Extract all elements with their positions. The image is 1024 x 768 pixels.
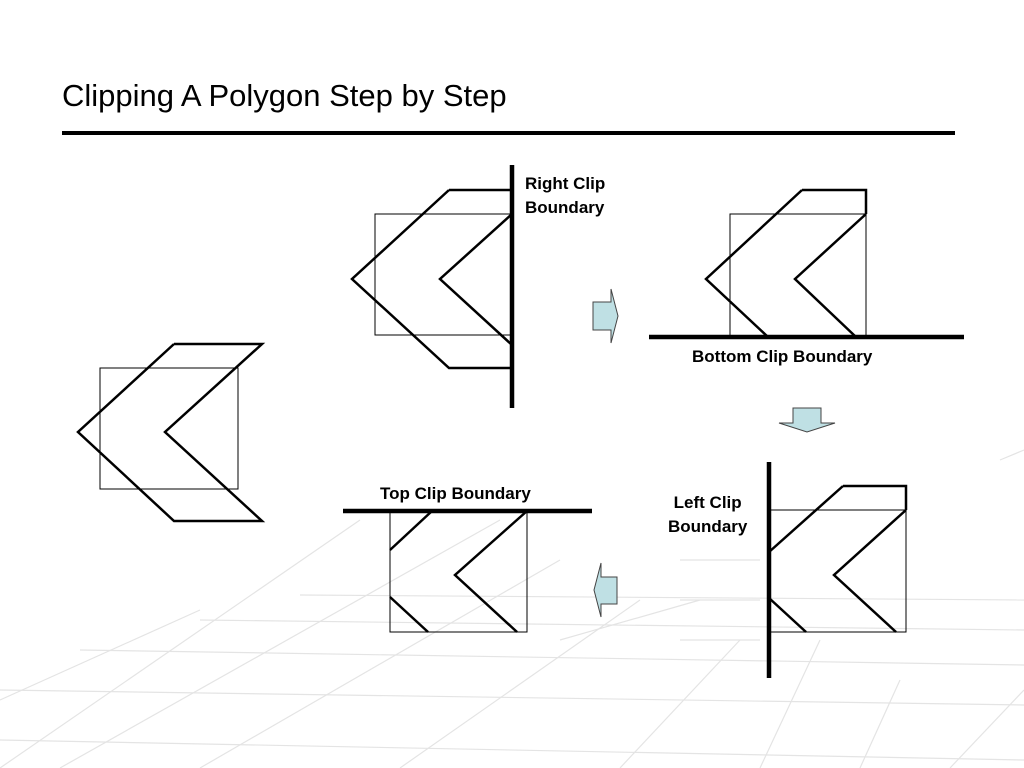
polygon-outline — [832, 509, 907, 633]
page-title: Clipping A Polygon Step by Step — [62, 78, 507, 113]
left-clip-panel — [766, 462, 908, 678]
polygon-outline — [76, 342, 266, 523]
polygon-outline — [793, 213, 867, 338]
arrow-down-icon — [778, 407, 836, 433]
right-clip-boundary-label: Right Clip Boundary — [525, 172, 605, 220]
polygon-outline — [768, 597, 807, 633]
polygon-outline — [438, 213, 513, 346]
arrow-right-icon — [592, 288, 619, 344]
original-polygon-panel — [76, 342, 266, 523]
polygon-outline — [843, 484, 908, 510]
top-clip-panel — [343, 508, 592, 633]
polygon-outline — [350, 189, 512, 370]
label-line: Boundary — [668, 517, 748, 536]
polygon-outline — [802, 188, 868, 214]
right-clip-panel — [350, 165, 515, 408]
clip-window — [99, 367, 239, 490]
label-line: Left Clip — [673, 493, 742, 512]
label-line: Boundary — [525, 198, 605, 217]
title-underline — [62, 131, 955, 135]
label-line: Right Clip — [525, 174, 606, 193]
bottom-clip-panel — [649, 188, 964, 340]
polygon-outline — [389, 596, 429, 633]
polygon-outline — [704, 189, 803, 338]
arrow-left-icon — [593, 562, 618, 618]
polygon-outline — [453, 510, 528, 633]
polygon-outline — [389, 510, 433, 551]
top-clip-boundary-label: Top Clip Boundary — [380, 484, 531, 503]
polygon-outline — [768, 485, 844, 553]
bottom-clip-boundary-label: Bottom Clip Boundary — [692, 347, 873, 366]
left-clip-boundary-label: Left Clip Boundary — [668, 491, 747, 539]
